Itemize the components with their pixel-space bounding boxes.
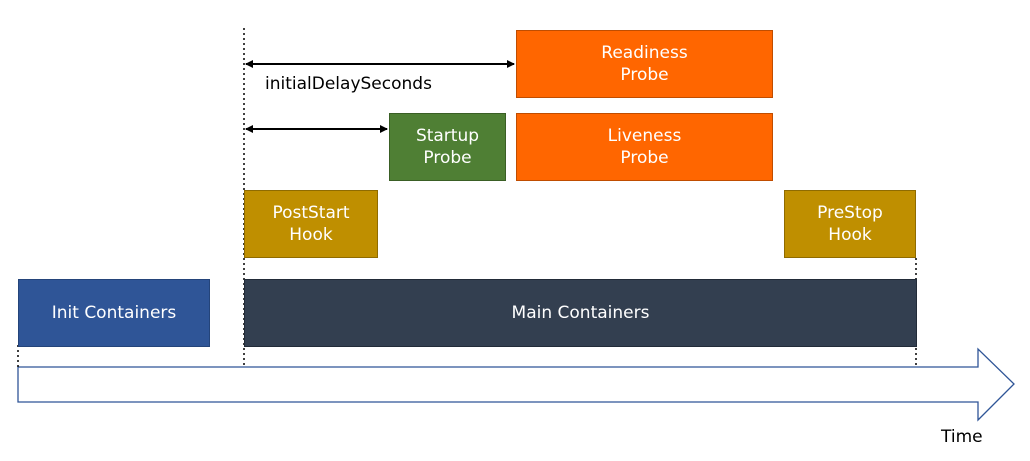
readiness-probe-label: Readiness Probe bbox=[601, 43, 688, 85]
timeline-arrow bbox=[17, 347, 1015, 422]
startup-probe-label: Startup Probe bbox=[415, 126, 480, 168]
main-containers-label: Main Containers bbox=[511, 303, 650, 323]
main-containers-box: Main Containers bbox=[244, 279, 917, 347]
init-containers-label: Init Containers bbox=[51, 303, 177, 323]
init-containers-box: Init Containers bbox=[18, 279, 210, 347]
time-axis-label: Time bbox=[941, 427, 983, 447]
poststart-hook-label: PostStart Hook bbox=[272, 203, 350, 245]
liveness-probe-box: Liveness Probe bbox=[516, 113, 773, 181]
prestop-hook-box: PreStop Hook bbox=[784, 190, 916, 258]
prestop-hook-label: PreStop Hook bbox=[817, 203, 883, 245]
liveness-probe-label: Liveness Probe bbox=[607, 126, 682, 168]
initial-delay-label: initialDelaySeconds bbox=[265, 74, 432, 94]
readiness-probe-box: Readiness Probe bbox=[516, 30, 773, 98]
startup-probe-box: Startup Probe bbox=[389, 113, 506, 181]
poststart-hook-box: PostStart Hook bbox=[244, 190, 378, 258]
